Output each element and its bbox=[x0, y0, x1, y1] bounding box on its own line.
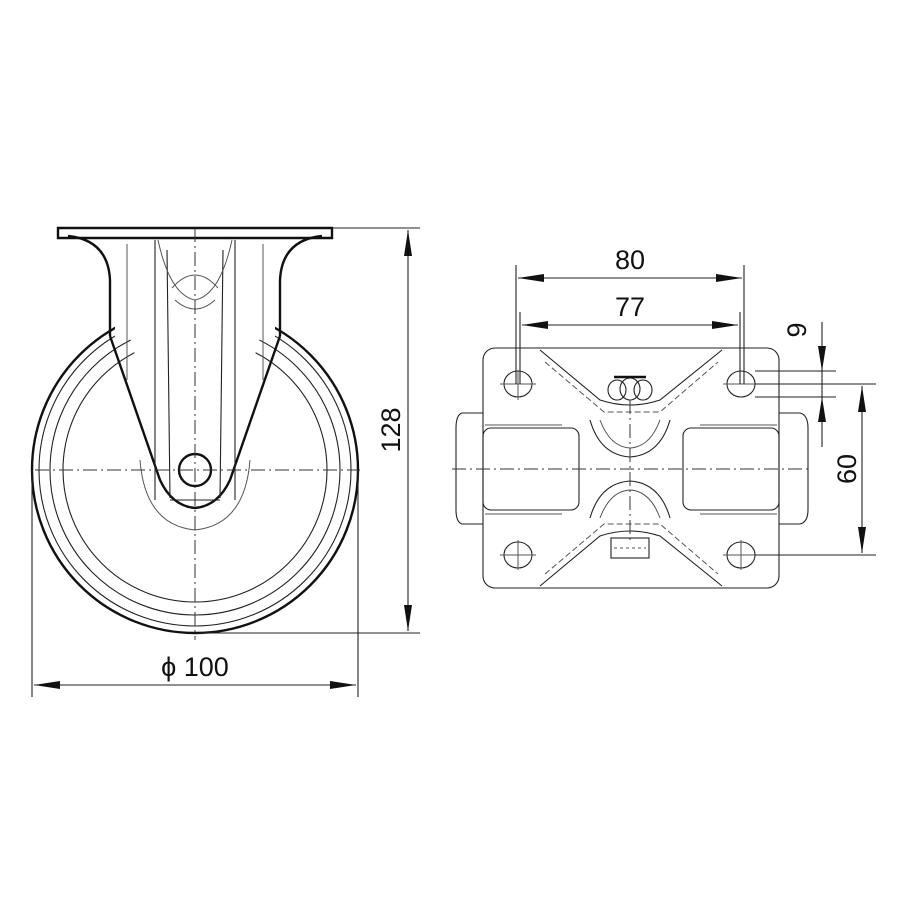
dimension-9-label: 9 bbox=[782, 322, 812, 337]
diameter-dimension: ϕ 100 bbox=[31, 470, 359, 697]
dimension-77: 77 bbox=[519, 292, 741, 384]
diameter-label: ϕ 100 bbox=[161, 652, 229, 682]
plate-ribs bbox=[539, 349, 723, 587]
dimension-77-label: 77 bbox=[615, 292, 645, 322]
height-label: 128 bbox=[376, 407, 406, 452]
dimension-80-label: 80 bbox=[615, 245, 645, 275]
dimension-60-label: 60 bbox=[832, 454, 862, 484]
dimension-80: 80 bbox=[515, 245, 745, 384]
side-view: 128 ϕ 100 bbox=[30, 226, 420, 697]
right-cutout bbox=[682, 427, 780, 511]
nut bbox=[607, 375, 653, 401]
top-plate-view: 80 77 9 60 bbox=[452, 245, 876, 589]
dimension-60: 60 bbox=[755, 383, 876, 556]
height-dimension: 128 bbox=[200, 227, 420, 634]
dimension-9: 9 bbox=[755, 322, 836, 447]
